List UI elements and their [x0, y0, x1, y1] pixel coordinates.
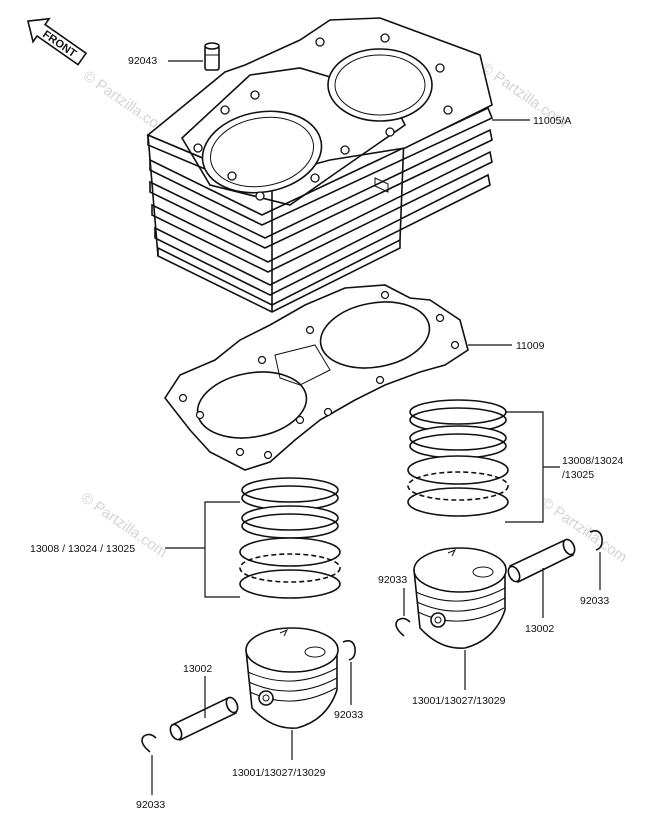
circlip-left-bottom-part [141, 733, 157, 753]
label-11009: 11009 [516, 340, 545, 352]
cylinder-block-part [146, 17, 494, 313]
label-rings-right-line1: 13008/13024 [562, 455, 623, 467]
leader-rings-left [165, 501, 240, 598]
leader-rings-right [505, 411, 560, 523]
label-clip-right-bottom: 92033 [378, 574, 407, 586]
piston-right-part [413, 547, 507, 649]
label-clip-left-bottom: 92033 [136, 799, 165, 811]
label-piston-right: 13001/13027/13029 [412, 695, 506, 707]
piston-rings-left-part [239, 477, 341, 599]
front-arrow-icon: FRONT [26, 17, 88, 66]
piston-rings-right-part [407, 399, 509, 517]
label-clip-right-top: 92033 [580, 595, 609, 607]
piston-left-part [245, 627, 339, 729]
label-pin-left: 13002 [183, 663, 212, 675]
piston-pin-right-part [507, 538, 576, 584]
base-gasket-part [164, 284, 469, 471]
circlip-right-top-part [589, 530, 603, 551]
label-pin-right: 13002 [525, 623, 554, 635]
label-92043: 92043 [128, 55, 157, 67]
label-rings-right-line2: /13025 [562, 469, 594, 481]
label-11005: 11005/A [533, 115, 571, 127]
piston-pin-left-part [169, 696, 239, 742]
circlip-left-mid-part [342, 640, 356, 661]
dowel-pin-part [204, 42, 220, 71]
label-piston-left: 13001/13027/13029 [232, 767, 326, 779]
label-rings-left: 13008 / 13024 / 13025 [30, 543, 135, 555]
circlip-right-bottom-part [395, 617, 411, 637]
label-clip-left-mid: 92033 [334, 709, 363, 721]
